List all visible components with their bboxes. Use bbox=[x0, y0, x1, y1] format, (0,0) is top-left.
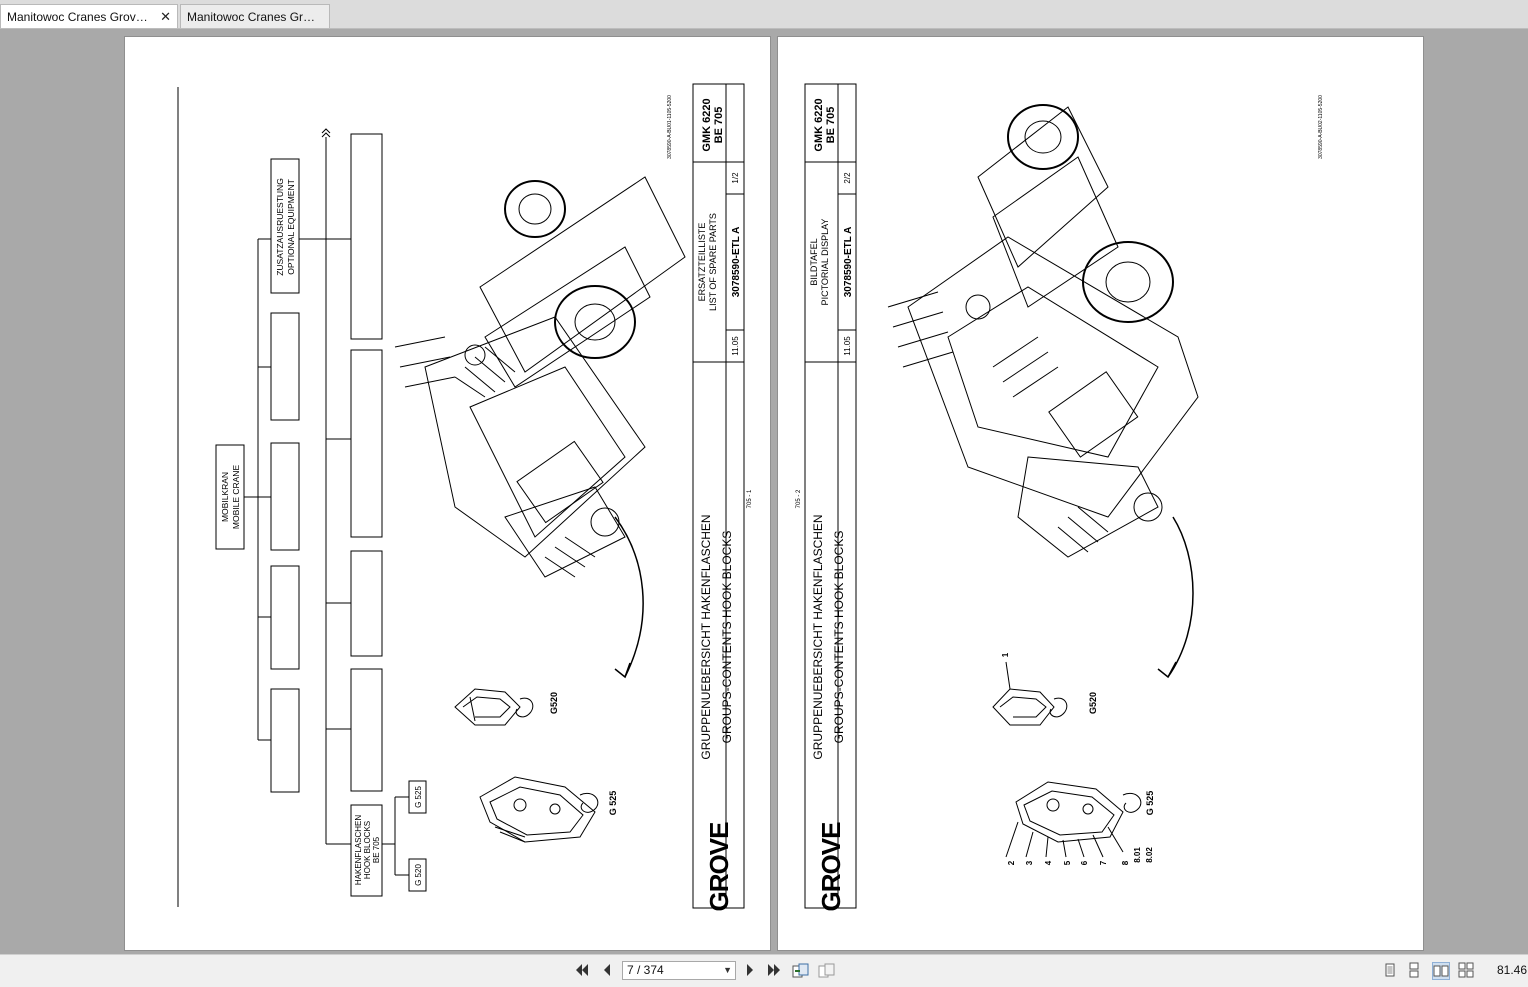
page-id: 705 - 1 bbox=[747, 489, 753, 508]
hook-block-g525-illustration bbox=[479, 776, 599, 843]
section-heading-en: GROUPS-CONTENTS HOOK BLOCKS bbox=[832, 531, 846, 744]
drawing-ref: 3078590-A-BU02-1105-5200 bbox=[1318, 95, 1324, 159]
next-view-button[interactable] bbox=[818, 963, 836, 979]
group-g525-label: G 525 bbox=[414, 786, 423, 808]
hook-block-g520-illustration bbox=[454, 688, 534, 726]
next-page-icon bbox=[747, 964, 753, 976]
navigation-toolbar: 7 / 374 ▼ 81.46 bbox=[0, 954, 1528, 987]
item-3: 3 bbox=[1025, 860, 1034, 865]
doc-date: 11.05 bbox=[843, 336, 852, 356]
optional-label-en: OPTIONAL EQUIPMENT bbox=[286, 179, 296, 275]
item-5: 5 bbox=[1063, 860, 1072, 865]
callout-g525: G 525 bbox=[1145, 791, 1155, 816]
next-page-button[interactable] bbox=[741, 963, 759, 979]
item-2: 2 bbox=[1007, 860, 1016, 865]
hook-block-g520-illustration bbox=[992, 661, 1068, 726]
previous-page-icon bbox=[604, 964, 610, 976]
section-heading-de: GRUPPENUEBERSICHT HAKENFLASCHEN bbox=[811, 514, 825, 759]
document-viewer[interactable]: MOBILKRAN MOBILE CRANE ZUSATZAUSRUESTUNG… bbox=[0, 29, 1528, 954]
model-code: GMK 6220 bbox=[813, 98, 825, 151]
sheet-number: 2/2 bbox=[843, 172, 852, 184]
last-page-icon bbox=[768, 964, 780, 976]
grove-logo: GROVE bbox=[704, 822, 734, 912]
section-heading-en: GROUPS-CONTENTS HOOK BLOCKS bbox=[720, 531, 734, 744]
item-6: 6 bbox=[1080, 860, 1089, 865]
doc-title-en: LIST OF SPARE PARTS bbox=[708, 213, 718, 311]
group-g520-label: G 520 bbox=[414, 864, 423, 886]
page-number-input[interactable]: 7 / 374 ▼ bbox=[622, 961, 736, 980]
callout-g520: G520 bbox=[1088, 692, 1098, 714]
continuous-page-icon bbox=[1409, 962, 1419, 978]
first-page-icon bbox=[576, 964, 588, 976]
optional-label-de: ZUSATZAUSRUESTUNG bbox=[275, 178, 285, 276]
hook-block-g525-illustration bbox=[1005, 781, 1142, 858]
document-tab-active[interactable]: Manitowoc Cranes Grov… ✕ bbox=[0, 4, 178, 28]
pdf-page-right: GMK 6220 BE 705 BILDTAFEL PICTORIAL DISP… bbox=[777, 36, 1424, 951]
tab-title: Manitowoc Cranes Grov… bbox=[7, 10, 148, 24]
facing-pages-icon bbox=[1433, 965, 1449, 977]
doc-title-de: ERSATZTEILLISTE bbox=[697, 223, 707, 302]
close-tab-icon[interactable]: ✕ bbox=[160, 9, 171, 24]
item-7: 7 bbox=[1099, 860, 1108, 865]
item-8: 8 bbox=[1121, 860, 1130, 865]
document-tab[interactable]: Manitowoc Cranes Gr… bbox=[180, 4, 330, 28]
tab-title: Manitowoc Cranes Gr… bbox=[187, 10, 316, 24]
continuous-view-button[interactable] bbox=[1406, 962, 1424, 980]
sheet-number: 1/2 bbox=[731, 172, 740, 184]
last-page-button[interactable] bbox=[765, 963, 783, 979]
chevron-down-icon[interactable]: ▼ bbox=[723, 965, 732, 975]
doc-title-en: PICTORIAL DISPLAY bbox=[820, 219, 830, 306]
crane-illustration bbox=[887, 104, 1199, 679]
hook-blocks-label-en: HOOK BLOCKS bbox=[363, 821, 372, 879]
doc-number: 3078590-ETL A bbox=[731, 227, 742, 298]
root-node-label-en: MOBILE CRANE bbox=[231, 465, 241, 530]
single-page-icon bbox=[1385, 963, 1395, 977]
model-code: GMK 6220 bbox=[701, 98, 713, 151]
item-4: 4 bbox=[1044, 860, 1053, 865]
tab-bar: Manitowoc Cranes Grov… ✕ Manitowoc Crane… bbox=[0, 0, 1528, 29]
continuous-facing-icon bbox=[1458, 962, 1474, 978]
previous-view-icon bbox=[792, 963, 809, 978]
section-heading-de: GRUPPENUEBERSICHT HAKENFLASCHEN bbox=[699, 514, 713, 759]
item-8-02: 8.02 bbox=[1145, 847, 1154, 863]
zoom-level[interactable]: 81.46 bbox=[1497, 963, 1528, 977]
first-page-button[interactable] bbox=[573, 963, 591, 979]
model-variant: BE 705 bbox=[713, 107, 725, 144]
crane-illustration bbox=[394, 176, 686, 679]
doc-number: 3078590-ETL A bbox=[843, 227, 854, 298]
previous-page-button[interactable] bbox=[598, 963, 616, 979]
doc-title-de: BILDTAFEL bbox=[809, 238, 819, 285]
doc-date: 11.05 bbox=[731, 336, 740, 356]
item-1: 1 bbox=[1001, 652, 1010, 657]
next-view-icon bbox=[818, 963, 835, 978]
previous-view-button[interactable] bbox=[792, 963, 810, 979]
hook-blocks-label-de: HAKENFLASCHEN bbox=[354, 815, 363, 885]
page-id: 705 - 2 bbox=[796, 489, 802, 508]
grove-logo: GROVE bbox=[816, 822, 846, 912]
single-page-view-button[interactable] bbox=[1382, 962, 1400, 980]
drawing-ref: 3078590-A-BU01-1105-5200 bbox=[667, 95, 673, 159]
continuous-facing-view-button[interactable] bbox=[1458, 962, 1476, 980]
pdf-page-left: MOBILKRAN MOBILE CRANE ZUSATZAUSRUESTUNG… bbox=[124, 36, 771, 951]
page-number-value: 7 / 374 bbox=[627, 963, 664, 977]
item-8-01: 8.01 bbox=[1133, 847, 1142, 863]
callout-g525: G 525 bbox=[608, 791, 618, 816]
model-variant: BE 705 bbox=[825, 107, 837, 144]
facing-view-button[interactable] bbox=[1432, 962, 1450, 980]
root-node-label-de: MOBILKRAN bbox=[220, 472, 230, 522]
callout-g520: G520 bbox=[549, 692, 559, 714]
hook-blocks-label-code: BE 705 bbox=[372, 836, 381, 863]
